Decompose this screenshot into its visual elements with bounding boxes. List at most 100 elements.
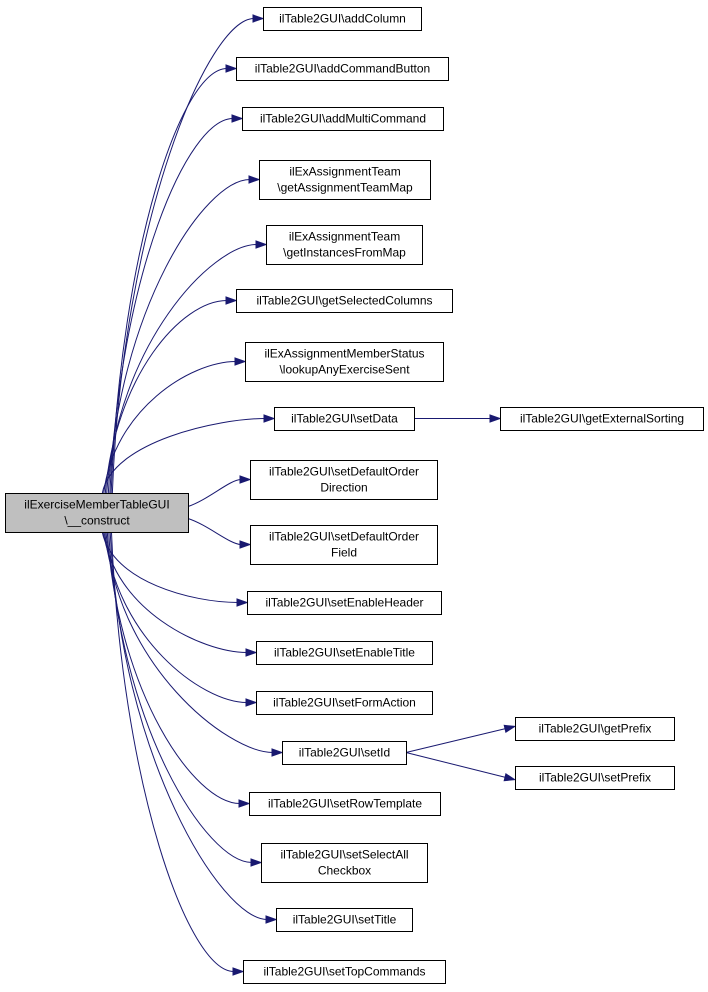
node-label: ilTable2GUI\getSelectedColumns xyxy=(256,294,432,308)
arrowhead xyxy=(271,748,284,757)
edge-line xyxy=(109,118,234,494)
node-addMultiCommand[interactable]: ilTable2GUI\addMultiCommand xyxy=(242,107,444,131)
arrowhead xyxy=(255,240,268,249)
node-label: ilTable2GUI\setFormAction xyxy=(273,696,416,710)
arrowhead xyxy=(263,414,276,423)
node-setPrefix[interactable]: ilTable2GUI\setPrefix xyxy=(515,766,675,790)
node-label: ilTable2GUI\setEnableTitle xyxy=(274,646,415,660)
edge-line xyxy=(111,18,255,494)
node-label: \lookupAnyExerciseSent xyxy=(279,363,410,377)
node-label: Direction xyxy=(320,481,367,495)
node-setRowTemplate[interactable]: ilTable2GUI\setRowTemplate xyxy=(249,792,441,816)
arrowhead xyxy=(265,915,278,924)
edge-root-to-setDefaultOrderField xyxy=(187,518,252,549)
edge-line xyxy=(107,179,251,494)
node-box xyxy=(266,225,423,265)
node-box xyxy=(242,107,444,131)
node-label: ilTable2GUI\getPrefix xyxy=(539,722,652,736)
node-label: ilTable2GUI\setId xyxy=(299,746,390,760)
node-label: \getAssignmentTeamMap xyxy=(277,181,413,195)
edge-line xyxy=(105,531,274,753)
node-setData[interactable]: ilTable2GUI\setData xyxy=(274,407,415,431)
nodes-layer: ilExerciseMemberTableGUI \__construct ilTa… xyxy=(5,7,704,984)
node-label: ilTable2GUI\setSelectAll xyxy=(280,848,408,862)
node-label: Field xyxy=(331,546,357,560)
edge-root-to-setDefaultOrderDirection xyxy=(187,475,252,507)
node-box xyxy=(256,691,433,715)
node-label: \__construct xyxy=(64,514,130,528)
arrowhead xyxy=(236,598,249,607)
node-label: ilExerciseMemberTableGUI xyxy=(24,498,169,512)
edge-line xyxy=(110,68,228,494)
node-box xyxy=(261,843,428,883)
edge-root-to-addCommandButton xyxy=(110,64,238,494)
arrowhead xyxy=(245,698,258,707)
node-label: ilTable2GUI\setData xyxy=(291,412,398,426)
node-setTitle[interactable]: ilTable2GUI\setTitle xyxy=(276,908,413,932)
edge-line xyxy=(101,418,266,494)
edge-line xyxy=(106,244,258,494)
node-label: ilTable2GUI\addColumn xyxy=(279,12,406,26)
node-label: ilTable2GUI\setDefaultOrder xyxy=(269,530,419,544)
edge-line xyxy=(108,531,253,863)
node-label: ilTable2GUI\setPrefix xyxy=(539,771,651,785)
arrowhead xyxy=(232,967,245,976)
node-getExternalSorting[interactable]: ilTable2GUI\getExternalSorting xyxy=(500,407,704,431)
node-box xyxy=(243,960,446,984)
edge-root-to-getAssignmentTeamMap xyxy=(107,175,261,494)
node-box xyxy=(274,407,415,431)
edge-line xyxy=(187,479,242,507)
edge-setId-to-getPrefix xyxy=(405,724,517,753)
node-box xyxy=(259,160,431,200)
node-lookupAnyExerciseSent[interactable]: ilExAssignmentMemberStatus \lookupAnyExer… xyxy=(245,342,444,382)
node-getInstancesFromMap[interactable]: ilExAssignmentTeam \getInstancesFromMap xyxy=(266,225,423,265)
edge-line xyxy=(405,728,507,753)
node-getAssignmentTeamMap[interactable]: ilExAssignmentTeam \getAssignmentTeamMap xyxy=(259,160,431,200)
node-box xyxy=(250,525,438,565)
edge-line xyxy=(104,300,228,494)
edge-root-to-addColumn xyxy=(111,14,265,494)
arrowhead xyxy=(250,858,263,867)
node-box xyxy=(500,407,704,431)
node-addColumn[interactable]: ilTable2GUI\addColumn xyxy=(263,7,422,31)
node-setFormAction[interactable]: ilTable2GUI\setFormAction xyxy=(256,691,433,715)
arrowhead xyxy=(503,773,517,782)
edge-line xyxy=(110,531,235,972)
edge-root-to-setEnableHeader xyxy=(101,531,249,607)
edge-root-to-setData xyxy=(101,414,276,494)
edge-root-to-setTopCommands xyxy=(110,531,245,976)
node-label: ilTable2GUI\setDefaultOrder xyxy=(269,465,419,479)
node-setTopCommands[interactable]: ilTable2GUI\setTopCommands xyxy=(243,960,446,984)
node-box xyxy=(515,766,675,790)
node-root[interactable]: ilExerciseMemberTableGUI \__construct xyxy=(5,493,189,533)
node-label: Checkbox xyxy=(318,864,371,878)
node-setEnableTitle[interactable]: ilTable2GUI\setEnableTitle xyxy=(256,641,433,665)
edge-line xyxy=(103,361,237,494)
node-setId[interactable]: ilTable2GUI\setId xyxy=(282,741,407,765)
node-label: ilExAssignmentTeam xyxy=(289,165,400,179)
node-label: ilExAssignmentMemberStatus xyxy=(264,347,424,361)
edge-root-to-setSelectAllCheckbox xyxy=(108,531,263,867)
node-label: ilTable2GUI\addCommandButton xyxy=(255,62,430,76)
node-box xyxy=(245,342,444,382)
node-getSelectedColumns[interactable]: ilTable2GUI\getSelectedColumns xyxy=(236,289,453,313)
edges-layer xyxy=(101,14,517,976)
node-label: ilTable2GUI\setRowTemplate xyxy=(268,797,422,811)
node-label: ilExAssignmentTeam xyxy=(289,230,400,244)
edge-root-to-setTitle xyxy=(109,531,278,924)
node-label: \getInstancesFromMap xyxy=(283,246,406,260)
edge-root-to-getSelectedColumns xyxy=(104,296,238,494)
node-setEnableHeader[interactable]: ilTable2GUI\setEnableHeader xyxy=(247,591,442,615)
node-addCommandButton[interactable]: ilTable2GUI\addCommandButton xyxy=(236,57,449,81)
node-box xyxy=(282,741,407,765)
edge-line xyxy=(104,531,248,703)
node-box xyxy=(263,7,422,31)
node-label: ilTable2GUI\setEnableHeader xyxy=(265,596,423,610)
node-box xyxy=(256,641,433,665)
node-getPrefix[interactable]: ilTable2GUI\getPrefix xyxy=(515,717,675,741)
arrowhead xyxy=(248,175,261,184)
node-label: ilTable2GUI\setTopCommands xyxy=(263,965,425,979)
